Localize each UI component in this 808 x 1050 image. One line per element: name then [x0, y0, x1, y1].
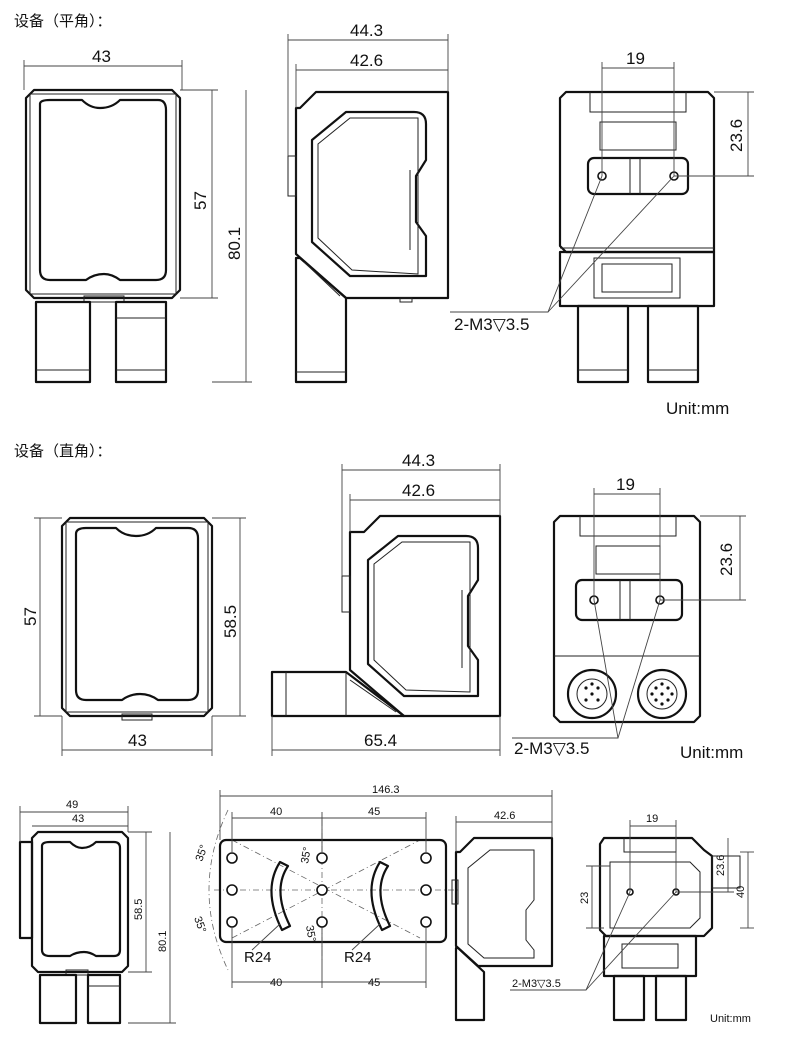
s1-dim-width: 43 [92, 47, 111, 66]
s3-dim-height-total: 80.1 [157, 931, 169, 952]
s2-side-view [270, 514, 502, 718]
s3-front-view [18, 830, 130, 1025]
s3-dim-hole-height-a: 23.6 [715, 855, 727, 876]
s1-dim-hole-spacing: 19 [626, 49, 645, 68]
s3-dim-spacing-b-top: 45 [368, 806, 380, 818]
s2-dim-hole-height: 23.6 [717, 543, 736, 576]
s3-radius-left: R24 [244, 949, 272, 966]
section2-title: 设备（直角）： [14, 442, 112, 460]
s2-dim-hole-spacing: 19 [616, 475, 635, 494]
s2-side-dims: 44.3 42.6 65.4 [271, 451, 501, 756]
s3-dim-hole-spacing: 19 [646, 813, 658, 825]
s3-dim-spacing-a-bottom: 40 [270, 977, 282, 989]
s3-unit: Unit:mm [710, 1013, 751, 1025]
s3-angle-mid-top: 35° [299, 846, 314, 864]
s2-dim-width: 43 [128, 731, 147, 750]
s2-thread-label: 2-M3▽3.5 [514, 739, 589, 758]
s3-radius-right: R24 [344, 949, 372, 966]
s3-dim-width-c: 40 [735, 886, 747, 898]
section1-title: 设备（平角）： [14, 12, 112, 30]
s3-angle-left-top: 35° [194, 843, 211, 863]
s3-dim-spacing-a-top: 40 [270, 806, 282, 818]
s2-unit: Unit:mm [680, 743, 743, 762]
s3-bracket-plate [208, 809, 554, 1022]
s1-back-dims: 19 23.6 2-M3▽3.5 [450, 49, 754, 334]
s3-thread-label: 2-M3▽3.5 [512, 978, 561, 990]
s1-thread-label: 2-M3▽3.5 [454, 315, 529, 334]
s2-dim-height: 57 [21, 607, 40, 626]
s3-angle-mid-bottom: 35° [303, 924, 318, 942]
s3-plate-dims: 146.3 40 45 40 45 35° 35° 35° 35° R24 R2… [191, 784, 553, 989]
s1-dim-height: 57 [191, 191, 210, 210]
s1-dim-hole-height: 23.6 [727, 119, 746, 152]
s2-dim-depth-body: 42.6 [402, 481, 435, 500]
s1-back-view [558, 90, 716, 384]
s3-dim-width-body: 43 [72, 813, 84, 825]
s3-dim-width-bracket: 49 [66, 799, 78, 811]
s1-dim-depth-body: 42.6 [350, 51, 383, 70]
s3-dim-total-length: 146.3 [372, 784, 400, 796]
s1-dim-total-height: 80.1 [225, 227, 244, 260]
s2-dim-length-total: 65.4 [364, 731, 397, 750]
s1-front-view [24, 88, 182, 384]
s1-front-dims: 43 57 80.1 [23, 47, 252, 383]
s1-side-view [287, 90, 450, 384]
s2-back-view [552, 514, 702, 724]
s2-dim-depth-total: 44.3 [402, 451, 435, 470]
s3-back-view [598, 836, 741, 1022]
s1-unit: Unit:mm [666, 399, 729, 418]
s3-front-dims: 49 43 58.5 80.1 [19, 799, 176, 1024]
s1-side-dims: 44.3 42.6 [287, 21, 449, 156]
s2-dim-total-height: 58.5 [221, 605, 240, 638]
s3-angle-left-bottom: 35° [191, 915, 208, 935]
s3-dim-spacing-b-bottom: 45 [368, 977, 380, 989]
s3-dim-height-body: 58.5 [133, 899, 145, 920]
s1-dim-depth-total: 44.3 [350, 21, 383, 40]
s3-back-dims: 19 23.6 40 23 2-M3▽3.5 [510, 813, 754, 991]
s2-front-dims: 57 58.5 43 [21, 517, 246, 756]
s3-dim-hole-height-b: 23 [579, 892, 591, 904]
s2-back-dims: 19 23.6 2-M3▽3.5 [512, 475, 746, 758]
s3-dim-depth-body: 42.6 [494, 810, 515, 822]
s2-front-view [60, 516, 214, 721]
